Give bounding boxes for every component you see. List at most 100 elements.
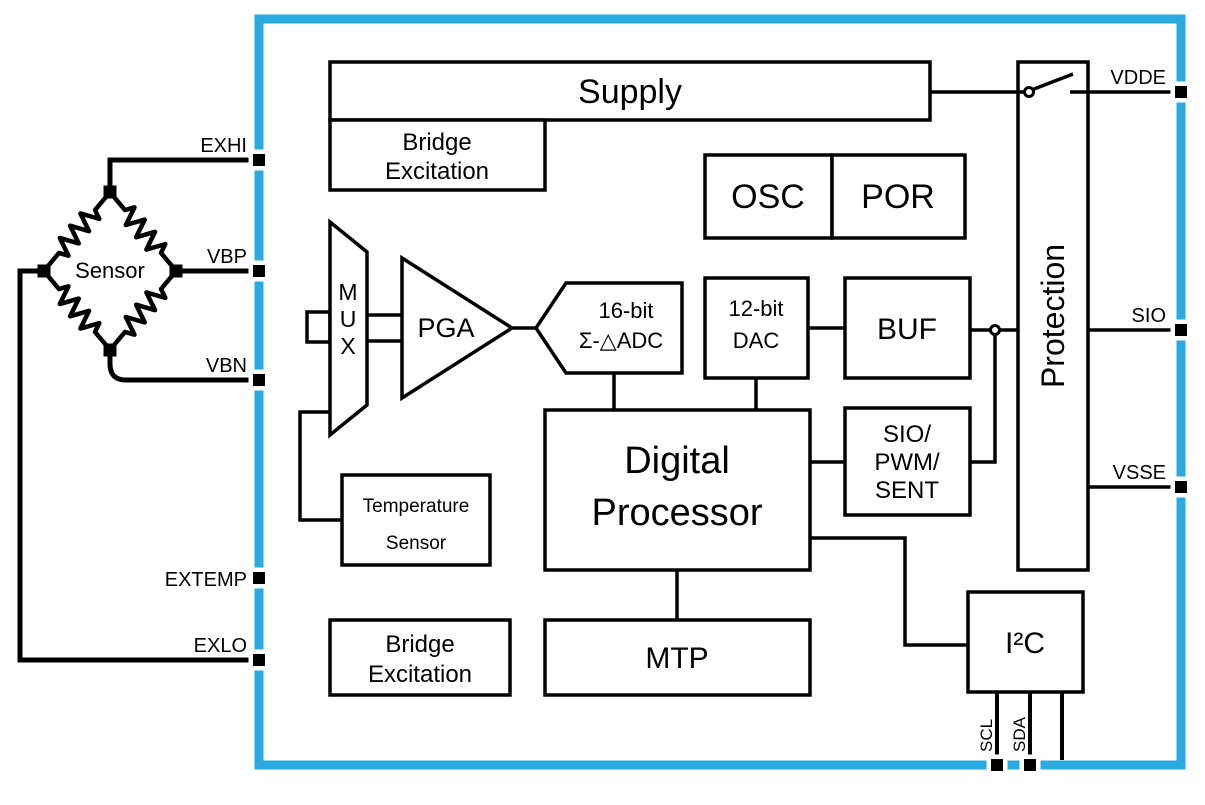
pin-vdde-label: VDDE bbox=[1110, 67, 1166, 89]
mux-letter-u: U bbox=[340, 306, 357, 332]
pin-extemp-pad bbox=[253, 572, 265, 584]
pin-vbp-label: VBP bbox=[207, 246, 247, 268]
block-bridge-excitation-top: Bridge Excitation bbox=[328, 118, 547, 192]
pin-vbn-pad bbox=[253, 374, 265, 386]
pga-label: PGA bbox=[417, 313, 474, 343]
bridge-node-bottom bbox=[103, 343, 117, 357]
bridge-excitation-top-line1: Bridge bbox=[402, 129, 471, 156]
pin-sio-pad bbox=[1175, 324, 1187, 336]
block-i2c: I²C bbox=[966, 590, 1085, 694]
switch-contact-icon bbox=[1023, 86, 1035, 98]
dac-box bbox=[703, 276, 810, 380]
dac-line1: 12-bit bbox=[728, 296, 783, 321]
pin-scl: SCL bbox=[977, 719, 1008, 776]
pin-sda-label: SDA bbox=[1010, 716, 1029, 752]
bridge-node-right bbox=[169, 264, 183, 278]
protection-box bbox=[1016, 60, 1090, 572]
wire-vbn bbox=[107, 350, 259, 383]
bridge-excitation-top-box bbox=[328, 118, 547, 192]
resistor-bottom-left-icon bbox=[41, 269, 113, 352]
por-box bbox=[830, 153, 967, 240]
sio-pwm-sent-line1: SIO/ bbox=[883, 421, 931, 448]
bridge-excitation-top-line2: Excitation bbox=[385, 158, 489, 185]
sensor-bridge: Sensor bbox=[17, 157, 259, 663]
mtp-label: MTP bbox=[645, 642, 708, 675]
digital-processor-line2: Processor bbox=[591, 492, 762, 534]
pin-vbn: VBN bbox=[206, 355, 270, 391]
wire-mux-to-temperature-sensor bbox=[298, 410, 342, 522]
block-temperature-sensor: Temperature Sensor bbox=[340, 473, 492, 567]
buf-label: BUF bbox=[877, 313, 937, 346]
resistor-top-right-icon bbox=[107, 190, 179, 273]
pin-extemp: EXTEMP bbox=[165, 567, 270, 591]
block-mux: M U X bbox=[305, 218, 369, 439]
pin-sda: SDA bbox=[1010, 716, 1041, 776]
i2c-box bbox=[966, 590, 1085, 694]
pin-extemp-label: EXTEMP bbox=[165, 569, 247, 591]
supply-label: Supply bbox=[578, 73, 682, 111]
pin-exhi-pad bbox=[253, 154, 265, 166]
sensor-label: Sensor bbox=[75, 258, 145, 283]
digital-processor-box bbox=[543, 408, 812, 572]
protection-label: Protection bbox=[1035, 244, 1071, 388]
block-mtp: MTP bbox=[543, 618, 812, 697]
block-buf: BUF bbox=[843, 276, 972, 380]
sio-pwm-sent-line2: PWM/ bbox=[874, 449, 940, 476]
pin-sio-label: SIO bbox=[1132, 305, 1166, 327]
block-osc: OSC bbox=[703, 153, 834, 240]
pga-triangle bbox=[400, 254, 516, 402]
pin-scl-label: SCL bbox=[977, 719, 996, 752]
block-por: POR bbox=[830, 153, 967, 240]
supply-switch bbox=[1023, 72, 1074, 98]
block-bridge-excitation-bottom: Bridge Excitation bbox=[328, 618, 512, 697]
pin-exlo-label: EXLO bbox=[194, 635, 247, 657]
bridge-excitation-bottom-box bbox=[328, 618, 512, 697]
adc-shape bbox=[533, 281, 684, 375]
block-protection: Protection bbox=[1016, 60, 1090, 572]
internal-wires bbox=[298, 90, 1181, 765]
chip-pins: EXHI VBP VBN EXTEMP EXLO VDDE bbox=[165, 67, 1192, 776]
pin-vdde-pad bbox=[1175, 86, 1187, 98]
adc-line1: 16-bit bbox=[598, 298, 653, 323]
switch-blade-icon bbox=[1033, 72, 1074, 91]
pin-exhi-label: EXHI bbox=[200, 135, 247, 157]
pin-sio: SIO bbox=[1132, 305, 1192, 341]
bridge-node-left bbox=[37, 264, 51, 278]
bridge-excitation-bottom-line2: Excitation bbox=[368, 661, 472, 688]
mtp-box bbox=[543, 618, 812, 697]
pin-vsse: VSSE bbox=[1113, 462, 1192, 498]
temperature-sensor-line2: Sensor bbox=[386, 533, 447, 554]
temperature-sensor-line1: Temperature bbox=[363, 496, 470, 517]
bridge-node-top bbox=[103, 185, 117, 199]
sio-pwm-sent-line3: SENT bbox=[875, 477, 939, 504]
wire-exlo bbox=[17, 268, 259, 663]
pin-scl-pad bbox=[991, 759, 1003, 771]
pin-vbp-pad bbox=[253, 265, 265, 277]
chip-boundary bbox=[254, 14, 1186, 770]
block-digital-processor: Digital Processor bbox=[543, 408, 812, 572]
wire-siopwmsent-to-junction bbox=[970, 330, 997, 464]
temperature-sensor-box bbox=[340, 473, 492, 567]
pin-exlo-pad bbox=[253, 654, 265, 666]
digital-processor-line1: Digital bbox=[624, 440, 730, 482]
block-adc: 16-bit Σ-△ADC bbox=[533, 281, 684, 375]
i2c-label: I²C bbox=[1005, 627, 1045, 660]
block-sio-pwm-sent: SIO/ PWM/ SENT bbox=[843, 406, 972, 517]
dac-line2: DAC bbox=[733, 328, 780, 353]
mux-letter-m: M bbox=[338, 279, 357, 305]
mux-letter-x: X bbox=[340, 333, 355, 359]
junction-node bbox=[989, 324, 1001, 336]
pin-vdde: VDDE bbox=[1110, 67, 1192, 103]
mux-shape bbox=[328, 218, 369, 439]
resistor-top-left-icon bbox=[41, 190, 113, 273]
pin-vsse-pad bbox=[1175, 481, 1187, 493]
pin-exhi: EXHI bbox=[200, 135, 270, 171]
wire-processor-to-i2c bbox=[810, 536, 968, 647]
wire-exhi bbox=[107, 157, 259, 192]
osc-label: OSC bbox=[731, 178, 805, 216]
pin-vbn-label: VBN bbox=[206, 355, 247, 377]
mux-port-box bbox=[305, 310, 332, 344]
block-supply: Supply bbox=[328, 60, 932, 122]
